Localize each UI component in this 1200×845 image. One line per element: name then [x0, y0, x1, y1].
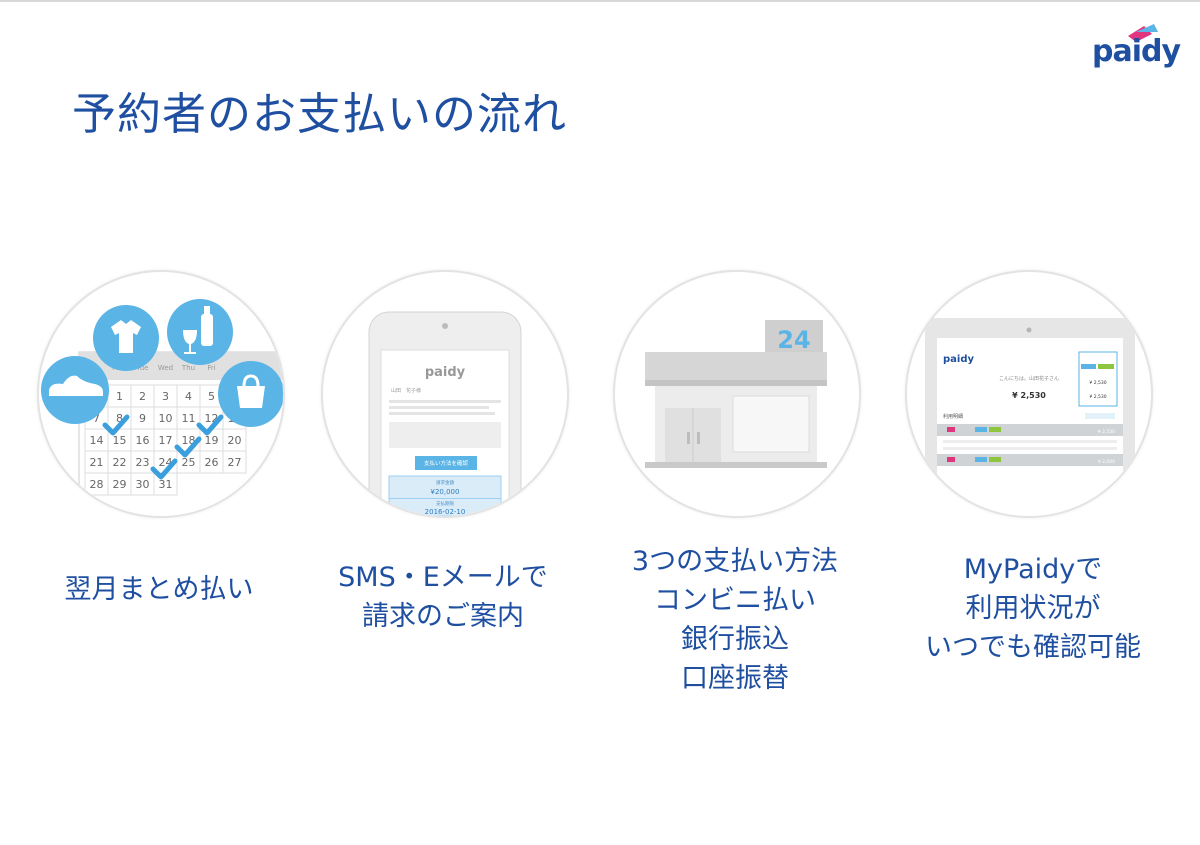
calendar-day: 17	[159, 434, 173, 447]
calendar-day: 3	[162, 390, 169, 403]
usage-section-label: 利用明細	[943, 413, 963, 420]
calendar-weekday: Tue	[136, 364, 149, 372]
caption-payment-methods: 3つの支払い方法 コンビニ払い 銀行振込 口座振替	[585, 542, 885, 698]
caption-line: 口座振替	[681, 663, 789, 694]
smartphone-illustration: paidy 山田 花子様 支払い方法を確認 請求金額 ¥20,000 支払期限 …	[321, 270, 569, 518]
calendar-day: 31	[159, 478, 173, 491]
side-next-amount: ¥ 2,530	[1089, 394, 1106, 400]
logo-wordmark: paidy	[1092, 34, 1181, 69]
dashboard-greeting: こんにちは。山田花子さん	[999, 375, 1059, 382]
caption-monthly-payment: 翌月まとめ払い	[9, 570, 309, 609]
calendar-day: 29	[113, 478, 127, 491]
calendar-day: 22	[113, 456, 127, 469]
calendar-day: 28	[90, 478, 104, 491]
payment-method-button	[415, 456, 477, 470]
caption-line: コンビニ払い	[654, 585, 816, 616]
calendar-day: 26	[205, 456, 219, 469]
calendar-day: 10	[159, 412, 173, 425]
paidy-logo: paidy	[1088, 22, 1188, 76]
check-icon	[174, 436, 202, 458]
calendar-day: 19	[205, 434, 219, 447]
payment-method-button-label: 支払い方法を確認	[424, 459, 469, 467]
logo-flag-icon	[1128, 24, 1158, 42]
store-24-badge: 24	[777, 326, 810, 354]
calendar-day: 20	[228, 434, 242, 447]
calendar-day: 1	[116, 390, 123, 403]
due-date-value: 2016-02-10	[425, 508, 466, 516]
calendar-illustration: MonTueWedThuFri 123456789101112131415161…	[37, 270, 285, 518]
calendar-day: 14	[90, 434, 104, 447]
calendar-cell	[222, 450, 247, 474]
calendar-weekday: Fri	[207, 364, 215, 372]
calendar-day: 4	[185, 390, 192, 403]
phone-brand-logo: paidy	[425, 365, 466, 380]
calendar-day: 30	[136, 478, 150, 491]
caption-line: SMS・Eメールで	[338, 562, 548, 593]
calendar-day: 5	[208, 390, 215, 403]
amount-label: 請求金額	[436, 479, 454, 486]
check-icon	[150, 458, 178, 480]
caption-line: 銀行振込	[681, 624, 789, 655]
calendar-day: 9	[139, 412, 146, 425]
calendar-day: 23	[136, 456, 150, 469]
caption-line: 3つの支払い方法	[631, 546, 839, 577]
check-icon	[196, 414, 224, 436]
caption-line: 翌月まとめ払い	[64, 574, 254, 605]
row-amount-2: ¥ 2,000	[1098, 459, 1115, 465]
calendar-weekday: Thu	[181, 364, 195, 372]
convenience-store-illustration: 24	[613, 270, 861, 518]
mypaidy-dashboard-illustration: paidy こんにちは。山田花子さん ¥ 2,530 ¥ 2,530 ¥ 2,5…	[905, 270, 1153, 518]
row-amount-1: ¥ 2,530	[1098, 429, 1115, 435]
caption-line: 請求のご案内	[362, 601, 524, 632]
check-icon	[102, 414, 130, 436]
calendar-day: 11	[182, 412, 196, 425]
side-amount: ¥ 2,530	[1089, 380, 1106, 386]
wine-icon	[167, 299, 233, 365]
calendar-day: 16	[136, 434, 150, 447]
caption-sms-email: SMS・Eメールで 請求のご案内	[293, 558, 593, 636]
calendar-day: 15	[113, 434, 127, 447]
calendar-day: 21	[90, 456, 104, 469]
calendar-day: 8	[116, 412, 123, 425]
dashboard-amount: ¥ 2,530	[1012, 391, 1046, 400]
amount-value: ¥20,000	[431, 488, 460, 496]
calendar-day: 25	[182, 456, 196, 469]
calendar-day: 27	[228, 456, 242, 469]
calendar-day: 2	[139, 390, 146, 403]
caption-line: 利用状況が	[965, 593, 1101, 624]
calendar-weekday: Wed	[158, 364, 173, 372]
top-rule	[0, 0, 1200, 2]
caption-mypaidy: MyPaidyで 利用状況が いつでも確認可能	[883, 550, 1183, 667]
due-date-label: 支払期限	[436, 500, 454, 507]
caption-line: いつでも確認可能	[925, 632, 1141, 663]
phone-greeting: 山田 花子様	[391, 387, 421, 394]
dashboard-brand-logo: paidy	[943, 354, 974, 365]
slide-title: 予約者のお支払いの流れ	[72, 89, 567, 140]
caption-line: MyPaidyで	[963, 554, 1103, 585]
calendar-day: 7	[93, 412, 100, 425]
